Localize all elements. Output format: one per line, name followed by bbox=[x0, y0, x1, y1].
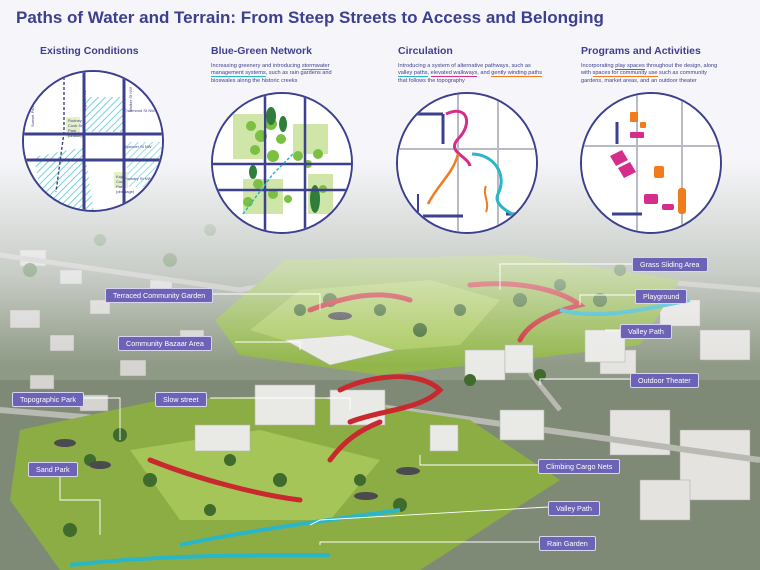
street-label-thurmond: Thurmond St NW bbox=[124, 108, 155, 113]
page-title: Paths of Water and Terrain: From Steep S… bbox=[16, 8, 604, 27]
circulation-heading: Circulation bbox=[398, 45, 453, 57]
place-label-kaja-cook: Kaja Cook Park (drainage) bbox=[116, 174, 135, 194]
valley-paths-keyword: valley paths bbox=[398, 70, 428, 78]
programs-activities-heading: Programs and Activities bbox=[581, 45, 701, 57]
street-label-foundry: Foundry St NW bbox=[124, 176, 152, 181]
blue-green-network-map bbox=[211, 92, 353, 234]
place-label-rodney-cook: Rodney Cook Sr. Park (unbuilt) bbox=[68, 118, 84, 138]
street-label-magnolia: Magnolia St NW bbox=[120, 206, 149, 211]
playground-label: Playground bbox=[635, 289, 688, 304]
street-label-spencer: Spencer St NW bbox=[124, 144, 152, 149]
community-spaces-keyword: spaces for community use bbox=[592, 70, 658, 78]
stormwater-keyword: stormwater management systems bbox=[211, 63, 330, 78]
play-spaces-keyword: play spaces bbox=[615, 63, 645, 70]
existing-conditions-heading: Existing Conditions bbox=[40, 45, 139, 57]
blue-green-network-description: Increasing greenery and introducing stor… bbox=[211, 63, 332, 84]
circulation-description: Introducing a system of alternative path… bbox=[398, 63, 542, 84]
circulation-map bbox=[396, 92, 538, 234]
community-bazaar-label: Community Bazaar Area bbox=[118, 336, 212, 351]
valley-path-upper-label: Valley Path bbox=[620, 324, 672, 339]
outdoor-theater-label: Outdoor Theater bbox=[630, 373, 699, 388]
topographic-park-label: Topographic Park bbox=[12, 392, 84, 407]
programs-activities-map bbox=[580, 92, 722, 234]
slow-street-label: Slow street bbox=[155, 392, 207, 407]
climbing-cargo-nets-label: Climbing Cargo Nets bbox=[538, 459, 621, 474]
terraced-community-garden-label: Terraced Community Garden bbox=[105, 288, 214, 303]
blue-green-network-heading: Blue-Green Network bbox=[211, 45, 312, 57]
programs-activities-description: Incorporating play spaces throughout the… bbox=[581, 63, 718, 84]
winding-paths-keyword: gently winding paths bbox=[491, 70, 542, 78]
sand-park-label: Sand Park bbox=[28, 462, 78, 477]
existing-conditions-map: Sunset Park NW Vega St NW Walker St NW T… bbox=[22, 70, 164, 212]
valley-path-lower-label: Valley Path bbox=[548, 501, 600, 516]
elevated-walkways-keyword: elevated walkways bbox=[430, 70, 478, 78]
grass-sliding-area-label: Grass Sliding Area bbox=[632, 257, 708, 272]
rain-garden-label: Rain Garden bbox=[539, 536, 596, 551]
